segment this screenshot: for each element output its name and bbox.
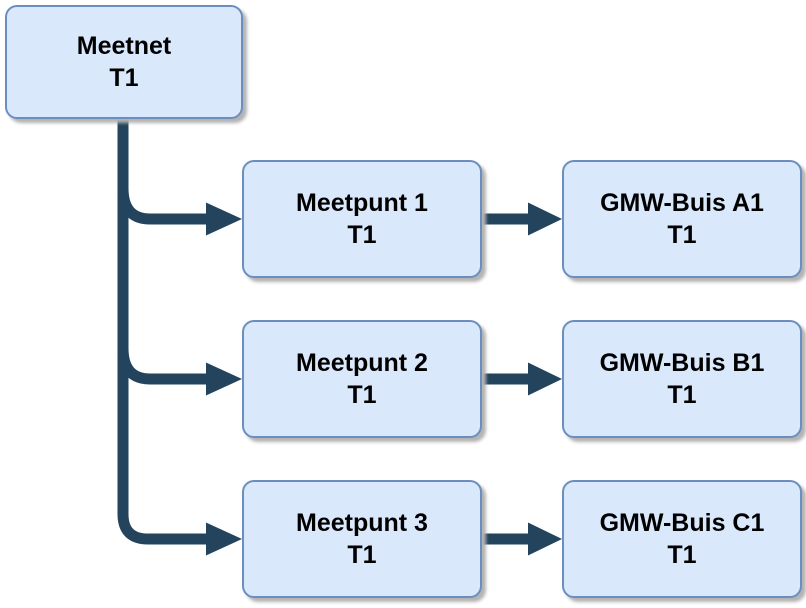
node-meetpunt-2: Meetpunt 2 T1 (242, 320, 482, 438)
arrowhead-meetpunt-3-icon (206, 522, 242, 556)
connector-branch-to-meetpunt-1 (117, 187, 206, 225)
arrowhead-gmw-a1-icon (528, 202, 562, 236)
node-sublabel: T1 (109, 64, 139, 92)
connector-trunk-to-meetpunt-3 (117, 115, 206, 545)
arrowhead-meetpunt-1-icon (206, 202, 242, 236)
node-gmw-buis-c1: GMW-Buis C1 T1 (562, 480, 802, 598)
node-sublabel: T1 (667, 381, 697, 409)
arrowhead-gmw-c1-icon (528, 522, 562, 556)
node-label: GMW-Buis A1 (600, 188, 764, 217)
node-label: GMW-Buis C1 (599, 508, 765, 537)
node-meetpunt-3: Meetpunt 3 T1 (242, 480, 482, 598)
node-label: Meetpunt 2 (296, 348, 428, 377)
node-sublabel: T1 (667, 221, 697, 249)
node-gmw-buis-b1: GMW-Buis B1 T1 (562, 320, 802, 438)
node-sublabel: T1 (667, 541, 697, 569)
node-gmw-buis-a1: GMW-Buis A1 T1 (562, 160, 802, 278)
node-label: GMW-Buis B1 (599, 348, 765, 377)
node-meetnet: Meetnet T1 (5, 5, 243, 119)
arrowhead-gmw-b1-icon (528, 362, 562, 396)
node-sublabel: T1 (347, 221, 377, 249)
connector-branch-to-meetpunt-2 (117, 347, 206, 385)
node-sublabel: T1 (347, 381, 377, 409)
node-label: Meetnet (76, 31, 172, 60)
node-label: Meetpunt 3 (296, 508, 428, 537)
node-sublabel: T1 (347, 541, 377, 569)
node-label: Meetpunt 1 (296, 188, 428, 217)
node-meetpunt-1: Meetpunt 1 T1 (242, 160, 482, 278)
arrowhead-meetpunt-2-icon (206, 362, 242, 396)
